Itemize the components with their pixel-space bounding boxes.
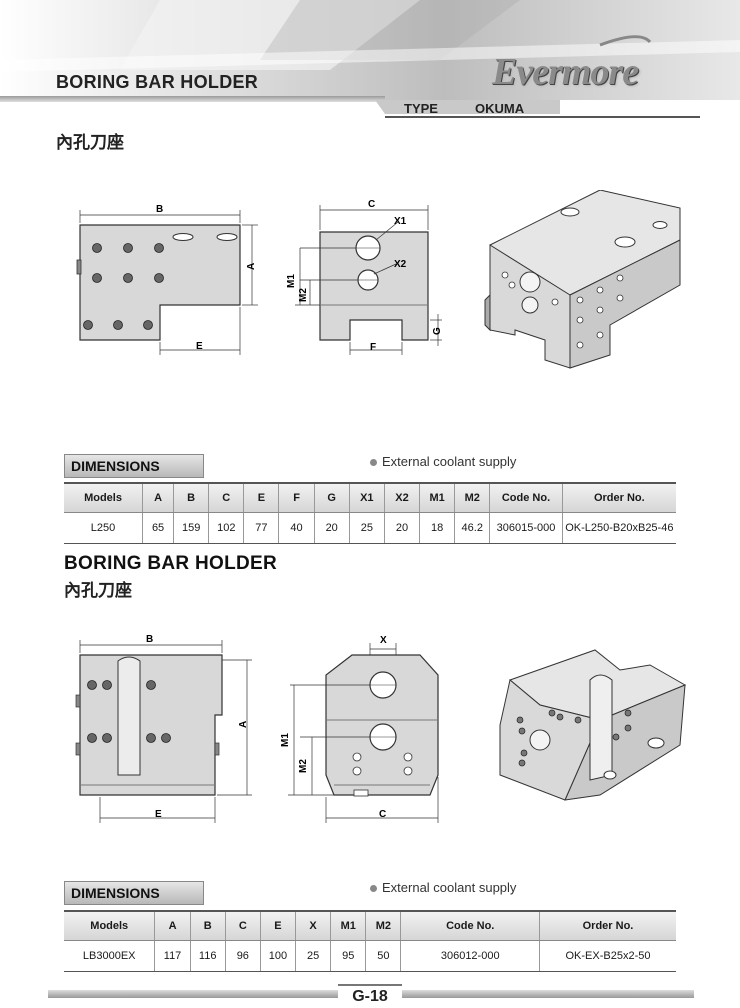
dim-label: M1 bbox=[286, 274, 297, 288]
table-cell: 50 bbox=[365, 940, 402, 972]
column-header: X1 bbox=[349, 482, 385, 513]
dim-label: A bbox=[238, 721, 249, 728]
table-row: LB3000EX 117 116 96 100 25 95 50 306012-… bbox=[64, 940, 676, 972]
table-cell: 20 bbox=[314, 512, 350, 544]
table-cell: 40 bbox=[278, 512, 315, 544]
dim-label: B bbox=[146, 634, 153, 645]
column-header: Code No. bbox=[400, 910, 540, 941]
column-header: B bbox=[190, 910, 226, 941]
column-header: E bbox=[243, 482, 280, 513]
dim-label: C bbox=[368, 199, 375, 210]
table-cell: 46.2 bbox=[454, 512, 491, 544]
table-cell: 77 bbox=[243, 512, 280, 544]
dim-label: F bbox=[370, 342, 376, 353]
bullet-icon bbox=[370, 885, 377, 893]
table-header-row: Models A B C E F G X1 X2 M1 M2 Code No. … bbox=[64, 482, 676, 513]
front-view-1: B A E bbox=[76, 204, 258, 355]
table-header-row: Models A B C E X M1 M2 Code No. Order No… bbox=[64, 910, 676, 941]
dimensions-table-1: Models A B C E F G X1 X2 M1 M2 Code No. … bbox=[64, 482, 676, 544]
column-header: Order No. bbox=[562, 482, 676, 513]
table-cell: 18 bbox=[419, 512, 456, 544]
section1-drawings: B A E C X1 X2 M1 M2 G F bbox=[76, 190, 681, 369]
column-header: Models bbox=[64, 910, 156, 941]
column-header: G bbox=[314, 482, 350, 513]
dim-label: B bbox=[156, 204, 163, 215]
section2-title: BORING BAR HOLDER bbox=[64, 553, 278, 574]
table-cell: OK-L250-B20xB25-46 bbox=[562, 512, 676, 544]
header-background bbox=[0, 0, 740, 118]
table-cell: OK-EX-B25x2-50 bbox=[539, 940, 676, 972]
column-header: Code No. bbox=[489, 482, 563, 513]
iso-view-1 bbox=[484, 190, 681, 369]
side-view-2: X M1 M2 C bbox=[280, 635, 439, 823]
column-header: Models bbox=[64, 482, 144, 513]
table-row: L250 65 159 102 77 40 20 25 20 18 46.2 3… bbox=[64, 512, 676, 544]
type-label: TYPE bbox=[404, 101, 438, 116]
dim-label: C bbox=[379, 809, 386, 820]
brand-logo: Evermore bbox=[492, 51, 639, 93]
page-subtitle-cn: 內孔刀座 bbox=[56, 133, 124, 153]
page-title: BORING BAR HOLDER bbox=[56, 72, 259, 92]
table-cell: 306012-000 bbox=[400, 940, 540, 972]
column-header: C bbox=[208, 482, 245, 513]
dimensions-tab-1: DIMENSIONS bbox=[64, 454, 204, 478]
page-number: G-18 bbox=[352, 988, 388, 1005]
dim-label: M2 bbox=[298, 759, 309, 773]
table-cell: 25 bbox=[295, 940, 332, 972]
bullet-icon bbox=[370, 459, 377, 467]
section2-drawings: B A E X M1 M2 C bbox=[75, 634, 687, 823]
dimensions-tab-2: DIMENSIONS bbox=[64, 881, 204, 905]
iso-view-2 bbox=[499, 649, 687, 801]
dim-label: X2 bbox=[394, 259, 407, 270]
column-header: M1 bbox=[330, 910, 367, 941]
column-header: M1 bbox=[419, 482, 456, 513]
column-header: X2 bbox=[384, 482, 421, 513]
table-cell: 95 bbox=[330, 940, 367, 972]
dim-label: X bbox=[380, 635, 387, 646]
column-header: C bbox=[225, 910, 261, 941]
table-cell: 116 bbox=[190, 940, 226, 972]
column-header: Order No. bbox=[539, 910, 676, 941]
table-cell: LB3000EX bbox=[64, 940, 156, 972]
column-header: A bbox=[154, 910, 191, 941]
section2-subtitle-cn: 內孔刀座 bbox=[64, 581, 132, 601]
coolant-note-2: External coolant supply bbox=[370, 880, 516, 895]
dim-label: M1 bbox=[280, 733, 291, 747]
front-view-2: B A E bbox=[75, 634, 252, 823]
column-header: X bbox=[295, 910, 332, 941]
column-header: M2 bbox=[365, 910, 402, 941]
table-cell: L250 bbox=[64, 512, 144, 544]
table-cell: 20 bbox=[384, 512, 421, 544]
table-cell: 159 bbox=[173, 512, 210, 544]
dim-label: X1 bbox=[394, 216, 407, 227]
column-header: E bbox=[260, 910, 297, 941]
type-value: OKUMA bbox=[475, 101, 525, 116]
column-header: A bbox=[142, 482, 175, 513]
table-cell: 100 bbox=[260, 940, 297, 972]
table-cell: 65 bbox=[142, 512, 175, 544]
table-cell: 117 bbox=[154, 940, 191, 972]
coolant-note-1: External coolant supply bbox=[370, 454, 516, 469]
page-number-box: G-18 bbox=[338, 984, 402, 1008]
column-header: B bbox=[173, 482, 210, 513]
dim-label: E bbox=[155, 809, 162, 820]
dim-label: A bbox=[246, 263, 257, 270]
side-view-1: C X1 X2 M1 M2 G F bbox=[286, 199, 443, 355]
table-cell: 25 bbox=[349, 512, 385, 544]
column-header: F bbox=[278, 482, 315, 513]
dim-label: G bbox=[432, 327, 443, 335]
table-cell: 102 bbox=[208, 512, 245, 544]
table-cell: 96 bbox=[225, 940, 261, 972]
column-header: M2 bbox=[454, 482, 491, 513]
dimensions-table-2: Models A B C E X M1 M2 Code No. Order No… bbox=[64, 910, 676, 972]
dim-label: M2 bbox=[298, 288, 309, 302]
dim-label: E bbox=[196, 341, 203, 352]
table-cell: 306015-000 bbox=[489, 512, 563, 544]
